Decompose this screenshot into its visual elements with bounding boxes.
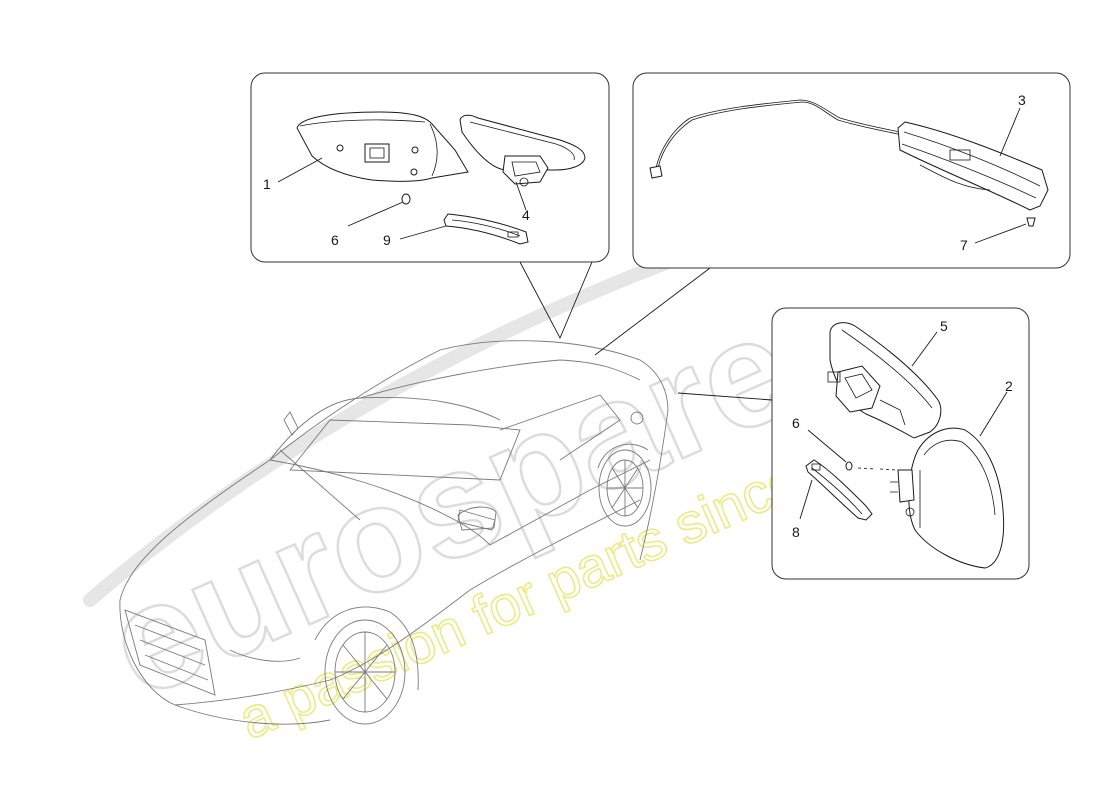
part-7-screw (1026, 217, 1036, 227)
car-outline (119, 340, 669, 725)
part-1-housing (296, 111, 469, 182)
callout-1: 1 (263, 176, 271, 192)
part-2-outer-lamp (890, 427, 1005, 569)
callout-4: 4 (522, 207, 530, 223)
part-3-stop-lamp (897, 121, 1049, 211)
panel-pointer-lines (519, 261, 773, 401)
callout-7: 7 (960, 237, 968, 253)
detail-frame-b (632, 72, 1071, 269)
callout-5: 5 (940, 318, 948, 334)
callout-6b: 6 (792, 415, 800, 431)
callout-8: 8 (792, 524, 800, 540)
part-5-inner-lamp (827, 322, 942, 439)
callout-9: 9 (383, 232, 391, 248)
part-4-lamp-unit (459, 114, 586, 187)
part-6-screw-a (401, 193, 411, 205)
panel-third-brake-light: 3 7 (632, 72, 1071, 269)
callout-3: 3 (1018, 92, 1026, 108)
panel-interior-lights: 1 4 6 9 (250, 72, 610, 263)
harness-connector (649, 165, 663, 179)
callout-2: 2 (1005, 378, 1013, 394)
part-8-reflector (805, 459, 873, 521)
panel-tail-lamp: 5 2 6 8 (771, 307, 1030, 580)
callout-6a: 6 (331, 232, 339, 248)
part-9-lens (443, 213, 529, 245)
part-6-screw-b (845, 461, 853, 471)
